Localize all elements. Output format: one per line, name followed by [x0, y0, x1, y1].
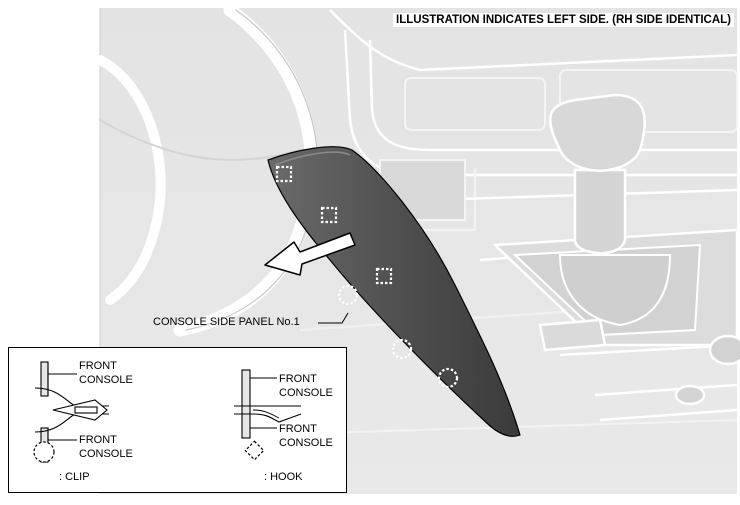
shift-knob [548, 93, 646, 255]
legend-box: FRONT CONSOLE FRONT CONSOLE FRONT CONSOL… [8, 347, 347, 493]
hook-top-label: FRONT CONSOLE [279, 373, 333, 399]
shift-boot-area [492, 228, 739, 347]
clip-top-label: FRONT CONSOLE [79, 360, 133, 386]
hook-marker [375, 267, 393, 285]
clip-bottom-label: FRONT CONSOLE [79, 434, 133, 460]
hook-marker [275, 165, 293, 183]
clip-marker [437, 367, 459, 389]
clip-marker [337, 284, 359, 306]
header-note: ILLUSTRATION INDICATES LEFT SIDE. (RH SI… [393, 13, 734, 27]
callout-leader [318, 312, 349, 324]
lower-console-controls [538, 318, 740, 422]
clip-marker [391, 338, 413, 360]
legend-drawings [33, 361, 302, 463]
console-side-panel [267, 146, 521, 437]
hook-bottom-label: FRONT CONSOLE [279, 423, 333, 449]
hook-marker [320, 206, 338, 224]
hook-cross-section-icon [234, 369, 302, 439]
hook-symbol-icon [244, 440, 265, 461]
callout-label: CONSOLE SIDE PANEL No.1 [153, 316, 300, 328]
clip-symbol-icon [33, 441, 55, 463]
removal-direction-arrow [264, 232, 356, 276]
clip-symbol-label: : CLIP [59, 471, 90, 483]
hook-symbol-label: : HOOK [264, 471, 303, 483]
